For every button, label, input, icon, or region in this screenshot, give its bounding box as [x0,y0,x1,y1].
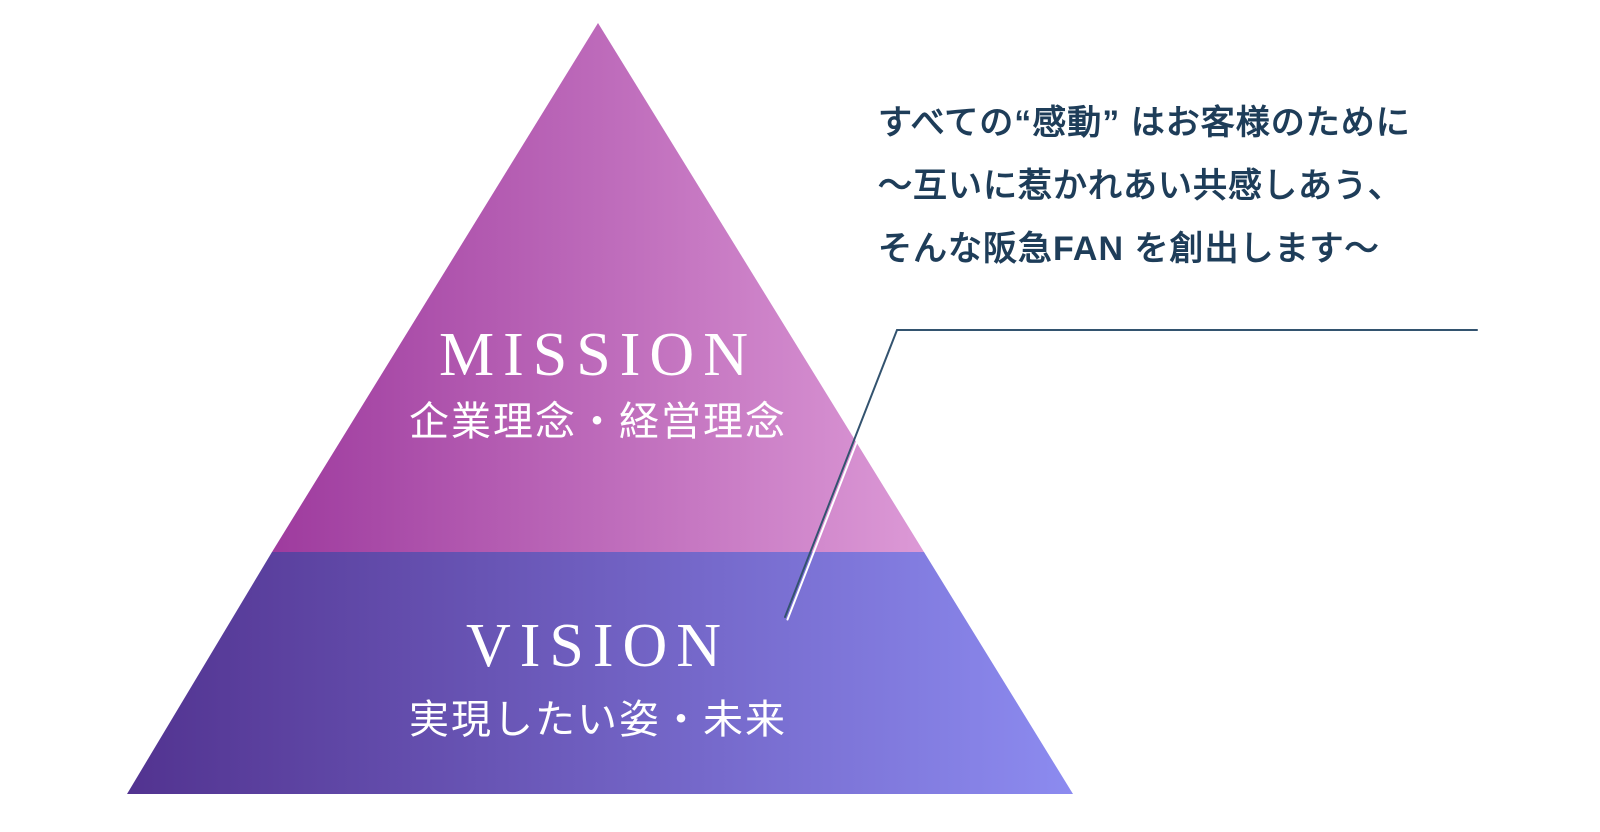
annotation-line-2: ～互いに惹かれあい共感しあう、 [878,167,1403,205]
annotation-line-3: そんな阪急FAN を創出します～ [878,230,1380,268]
callout-line-highlight [786,331,1481,621]
annotation-line-1: すべての“感動” はお客様のために [878,104,1411,142]
mission-layer-shape [272,23,924,552]
callout-line [784,329,1478,618]
vision-layer-shape [127,552,1073,794]
annotation-text-block: すべての“感動” はお客様のために ～互いに惹かれあい共感しあう、 そんな阪急F… [878,92,1411,281]
